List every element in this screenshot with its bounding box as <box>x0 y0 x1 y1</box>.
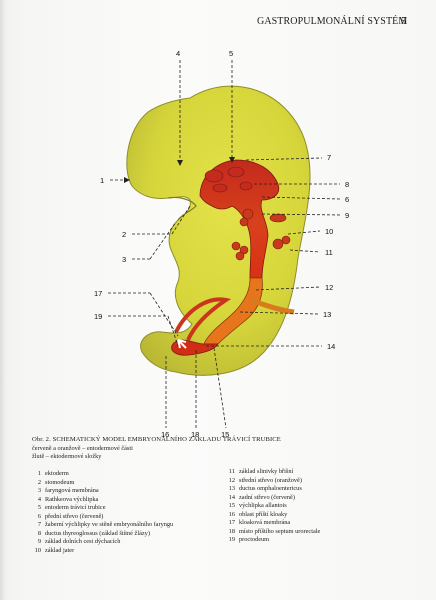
allantois <box>174 297 232 341</box>
caption-line-red-orange: červeně a oranžově – entodermové části <box>32 444 133 452</box>
page-number: 5 <box>401 16 406 27</box>
label-12: 12 <box>325 283 333 292</box>
label-6: 6 <box>345 195 349 204</box>
label-14: 14 <box>327 342 335 351</box>
label-9: 9 <box>345 211 349 220</box>
caption-line-yellow: žlutě – ektodermové složky <box>32 453 102 461</box>
label-8: 8 <box>345 180 349 189</box>
header-title: GASTROPULMONÁLNÍ SYSTÉM <box>257 16 408 27</box>
vitelline-duct <box>249 297 295 315</box>
organ-buds <box>231 208 291 261</box>
cloaca-arrow <box>177 339 187 349</box>
leader-lines <box>108 60 341 429</box>
label-10: 10 <box>325 227 333 236</box>
label-4: 4 <box>176 49 180 58</box>
figure-caption: Obr. 2. SCHEMATICKÝ MODEL EMBRYONÁLNÍHO … <box>32 436 422 462</box>
arrowheads <box>124 157 235 183</box>
label-5: 5 <box>229 49 233 58</box>
pharyngeal-pouches <box>204 166 253 193</box>
label-2: 2 <box>122 230 126 239</box>
stomodeum <box>167 196 197 221</box>
label-17: 17 <box>94 289 102 298</box>
running-header: GASTROPULMONÁLNÍ SYSTÉM 5 <box>0 16 436 30</box>
label-13: 13 <box>323 310 331 319</box>
label-16: 16 <box>161 430 169 439</box>
label-18: 18 <box>191 430 199 439</box>
label-1: 1 <box>100 176 104 185</box>
label-19: 19 <box>94 312 102 321</box>
page-edge-shadow <box>0 0 6 600</box>
label-11: 11 <box>325 248 333 257</box>
label-15: 15 <box>221 430 229 439</box>
label-7: 7 <box>327 153 331 162</box>
caption-title: Obr. 2. SCHEMATICKÝ MODEL EMBRYONÁLNÍHO … <box>32 436 281 443</box>
label-3: 3 <box>122 255 126 264</box>
